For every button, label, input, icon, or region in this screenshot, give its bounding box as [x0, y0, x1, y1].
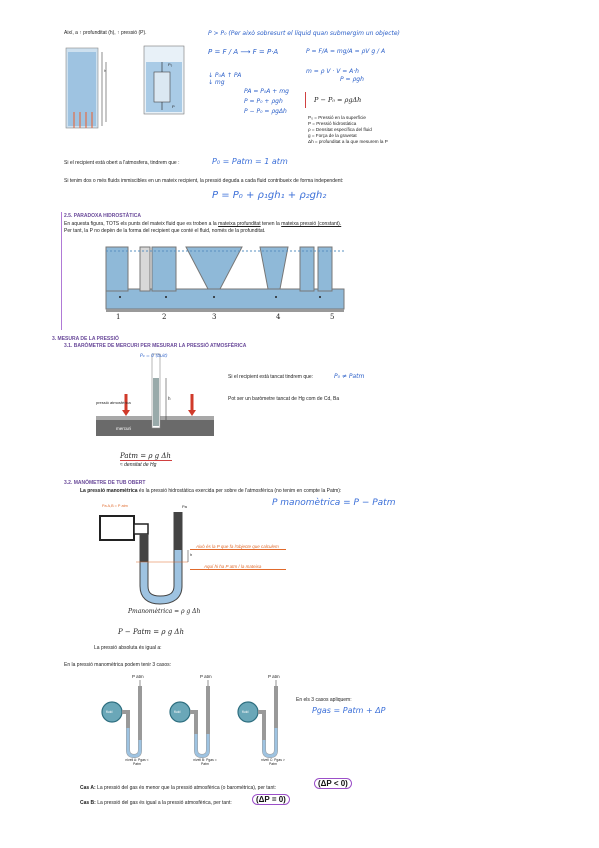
mano-orange-line2: [190, 569, 286, 570]
case-b-text: Cas B: La pressió del gas és igual a la …: [80, 800, 232, 806]
hw-balance2: P = P₀ + ρgh: [244, 98, 283, 105]
vessel-label-4: 4: [276, 313, 281, 321]
patm-label-b: P atm: [200, 674, 212, 679]
boxed-formula: P − P₀ = ρgΔh: [305, 92, 390, 108]
manometer-heading: 3.2. MANÒMETRE DE TUB OBERT: [64, 480, 146, 486]
vessel-label-2: 2: [162, 313, 167, 321]
paradox-heading: 2.5. PARADOXA HIDROSTÀTICA: [64, 213, 141, 219]
hw-balance: PA = P₀A + mg: [244, 88, 289, 95]
paradox-line1-b: tenen la: [260, 221, 282, 227]
baro-underline: [120, 460, 172, 461]
hw-forces: ↓ P₀A ↑ PA ↓ mg: [208, 72, 242, 86]
legend-item: P = Pressió hidrostàtica: [308, 121, 357, 126]
submerged-object-figure: P₀ P: [134, 42, 194, 120]
hw-eq4: P = ρgh: [340, 76, 364, 83]
mano-orange1: Això és la P que fa l'objecte que calcul…: [196, 544, 279, 549]
hw-eq1: P = F / A ⟶ F = P·A: [208, 48, 279, 56]
case-a-bold: Cas A:: [80, 785, 96, 791]
mano-orange-line1: [190, 549, 286, 550]
legend-item: P₀ = Pressió en la superfície: [308, 115, 366, 120]
paradox-vessels-figure: 1 2 3 4 5: [92, 241, 350, 321]
mano-hw: P manomètrica = P − Patm: [272, 498, 396, 508]
fluid-label-c: fluid: [242, 710, 249, 714]
mano-formula2: P − Patm = ρ g Δh: [118, 628, 184, 636]
fluid-label-b: fluid: [174, 710, 181, 714]
baro-hw1: P₀ ≠ Patm: [334, 373, 365, 380]
case-caption-a: nivell A: Pgas < Patm: [125, 758, 149, 766]
barometer-figure: P₀ = 0 (buit) h pressió atmosfèrica merc…: [96, 350, 214, 442]
mano-intro-rest: és la pressió hidrostàtica exercida per …: [137, 488, 342, 494]
baro-text2: Pot ser un baròmetre tancat de Hg com de…: [228, 396, 340, 402]
mano-orange2: Aquí hi ha P atm / la mateixa: [204, 564, 262, 569]
intro-text: Així, a ↑ profunditat (h), ↑ pressió (P)…: [64, 30, 147, 36]
hw-balance3: P − P₀ = ρgΔh: [244, 108, 287, 115]
case-caption-b: nivell B: Pgas = Patm: [193, 758, 217, 766]
case-a-rest: La pressió del gas és menor que la press…: [95, 785, 277, 791]
svg-text:P₀: P₀: [168, 62, 173, 67]
paradox-line2: Per tant, la P no depèn de la forma del …: [64, 228, 266, 234]
baro-formula2: ≈ densitat de Hg: [120, 462, 157, 468]
baro-h-label: h: [168, 396, 171, 401]
three-cases-hw: Pgas = Patm + ΔP: [312, 706, 386, 715]
mano-formula1: Pmanomètrica = ρ g Δh: [128, 608, 201, 615]
mano-intro: La pressió manomètrica és la pressió hid…: [80, 488, 520, 494]
hw-eq3: m = ρ V · V = A·h: [306, 68, 359, 75]
baro-text1: Si el recipient està tancat tindrem que:: [228, 374, 314, 380]
case-a-hw: (ΔP < 0): [314, 778, 352, 789]
multi-text: Si tenim dos o més fluids immiscibles en…: [64, 178, 344, 184]
svg-text:P: P: [172, 104, 175, 109]
mano-abs: La pressió absoluta és igual a:: [94, 645, 162, 651]
baro-hg-label: mercuri: [116, 426, 132, 431]
mano-small1: Pa A,B = P atm: [102, 504, 128, 508]
case-b-bold: Cas B:: [80, 800, 96, 806]
paradox-line1-a: En aquesta figura, TOTS els punts del ma…: [64, 221, 219, 227]
legend-list: P₀ = Pressió en la superfície P = Pressi…: [308, 115, 388, 145]
atm-formula: P₀ = Patm = 1 atm: [212, 157, 288, 166]
legend-item: g = Força de la gravetat: [308, 133, 357, 138]
multi-formula: P = P₀ + ρ₁gh₁ + ρ₂gh₂: [212, 190, 327, 201]
vessel-label-1: 1: [116, 313, 121, 321]
paradox-line1: En aquesta figura, TOTS els punts del ma…: [64, 221, 544, 227]
three-cases-text: En els 3 casos apliquem:: [296, 697, 352, 703]
baro-atm-label: pressió atmosfèrica: [96, 400, 131, 405]
svg-text:h: h: [104, 68, 106, 73]
case-b-rest: La pressió del gas és igual a la pressió…: [95, 800, 232, 806]
vessel-label-3: 3: [212, 313, 217, 321]
boxed-formula-text: P − P₀ = ρgΔh: [314, 96, 362, 104]
patm-label-c: P atm: [268, 674, 280, 679]
paradox-underline2: mateixa pressió (constant).: [281, 221, 342, 227]
section-side-bar: [61, 212, 62, 330]
paradox-underline1: mateixa profunditat: [218, 221, 261, 227]
vessel-label-5: 5: [330, 313, 335, 321]
atm-text: Si el recipient està obert a l'atmosfera…: [64, 160, 180, 166]
cases-text: En la pressió manomètrica podem tenir 3 …: [64, 662, 171, 668]
mano-h-label: h: [190, 552, 193, 557]
hw-header: P > P₀ (Per això sobresurt el líquid qua…: [208, 30, 400, 37]
case-caption-c: nivell C: Pgas > Patm: [261, 758, 285, 766]
patm-label-a: P atm: [132, 674, 144, 679]
legend-item: Δh = profunditat a la que mesurem la P: [308, 139, 388, 144]
pressure-column-figure: h: [64, 42, 116, 134]
case-b-hw: (ΔP = 0): [252, 794, 290, 805]
fluid-label-a: fluid: [106, 710, 113, 714]
mano-pa-label: Pa: [182, 504, 187, 509]
legend-item: ρ = Densitat específica del fluid: [308, 127, 372, 132]
gas-cases-figure: P atm P atm P atm fluid fluid fluid nive…: [98, 674, 298, 766]
hw-eq2: P = F/A = mg/A = ρV g / A: [306, 48, 386, 55]
case-a-text: Cas A: La pressió del gas és menor que l…: [80, 785, 276, 791]
barometer-heading: 3.1. BARÒMETRE DE MERCURI PER MESURAR LA…: [64, 343, 247, 349]
baro-p0-label: P₀ = 0 (buit): [140, 354, 168, 359]
baro-formula: Patm = ρ g Δh: [120, 452, 171, 460]
mano-intro-bold: La pressió manomètrica: [80, 488, 138, 494]
section3-heading: 3. MESURA DE LA PRESSIÓ: [52, 336, 119, 342]
manometer-figure: Pa A,B = P atm Pa h: [98, 500, 198, 606]
